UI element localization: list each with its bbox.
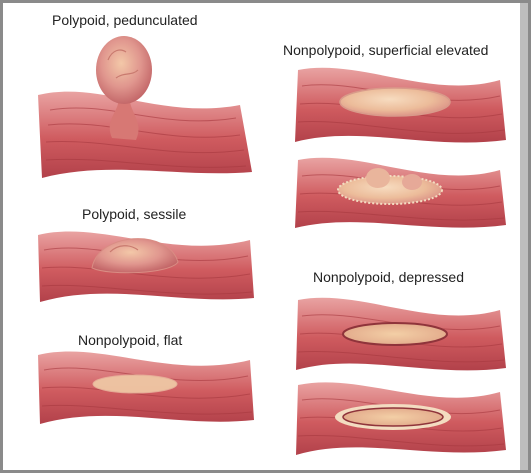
label-nonpolypoid-flat: Nonpolypoid, flat (78, 332, 182, 348)
flat-lesion (93, 375, 177, 393)
nodular-lesion (338, 176, 442, 204)
mucosa-strip (38, 92, 252, 178)
flat-panel (38, 352, 254, 424)
depressed-panel-lower (296, 382, 506, 455)
label-nonpolypoid-superficial-elevated: Nonpolypoid, superficial elevated (283, 42, 488, 58)
depressed-panel-upper (296, 298, 506, 371)
nodule (366, 168, 390, 188)
nodule (402, 174, 422, 190)
label-polypoid-pedunculated: Polypoid, pedunculated (52, 12, 198, 28)
elevated-lesion (340, 88, 450, 116)
superficial-elevated-panel-lower (295, 158, 506, 228)
depressed-lesion (343, 408, 443, 426)
polyp-head (96, 36, 152, 104)
sessile-panel (38, 232, 254, 302)
depressed-lesion (343, 323, 447, 345)
pedunculated-panel (38, 36, 252, 178)
superficial-elevated-panel-upper (295, 68, 506, 143)
label-nonpolypoid-depressed: Nonpolypoid, depressed (313, 269, 464, 285)
label-polypoid-sessile: Polypoid, sessile (82, 206, 186, 222)
